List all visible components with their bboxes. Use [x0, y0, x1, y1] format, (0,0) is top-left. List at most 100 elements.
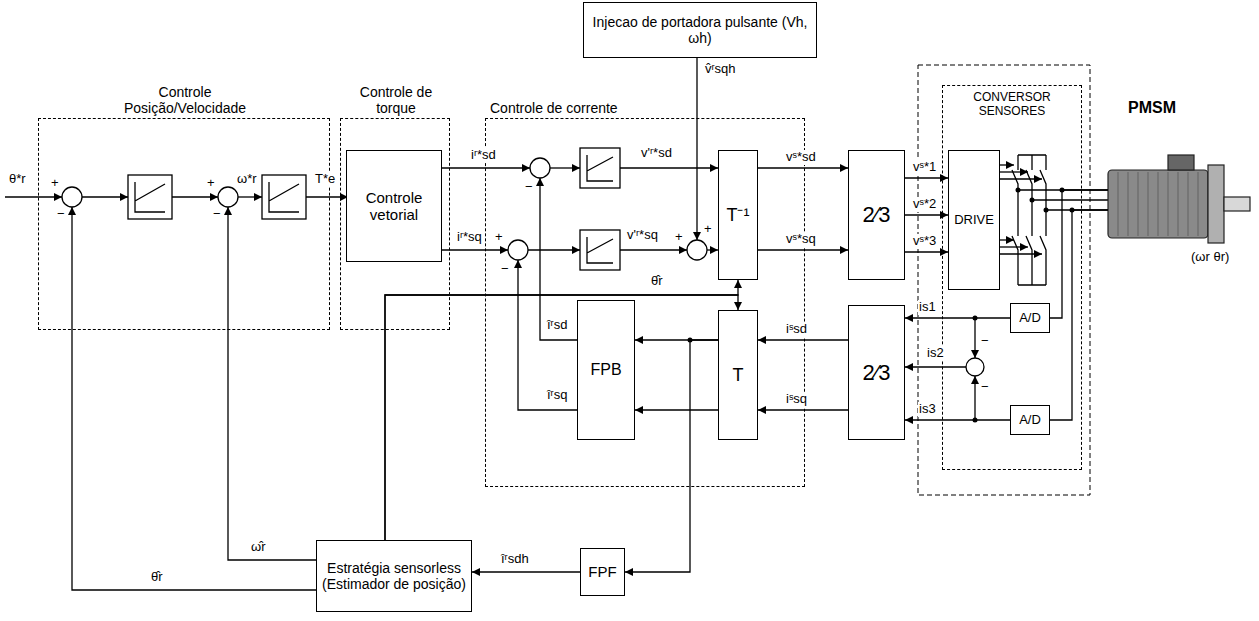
inverter-switches [1018, 155, 1046, 285]
box-label: Injecao de portadora pulsante (Vh, ωh) [586, 14, 814, 46]
summing-junction [62, 158, 984, 376]
transform-box: T⁻¹ [718, 150, 758, 280]
connector [905, 317, 1010, 318]
signal-label: iʳ*sd [470, 148, 497, 163]
connector [385, 280, 738, 540]
summing-junction [687, 240, 707, 260]
signal-label: (ωr θr) [1190, 250, 1230, 265]
control-group: Controle de torqueControle vetorial [340, 118, 450, 330]
estimator-box: Estratégia sensorless (Estimador de posi… [316, 540, 472, 612]
connector [758, 167, 848, 168]
box-label: T [733, 365, 744, 386]
motor: PMSM [1108, 95, 1253, 245]
converter-frame [918, 65, 1090, 495]
signal-wire [72, 207, 318, 590]
signal-label: îʳsd [546, 318, 568, 333]
process-box: Controle vetorial [346, 150, 442, 262]
connector [1050, 210, 1108, 420]
signal-label: v̂ʳsqh [704, 62, 737, 77]
connector [385, 295, 738, 540]
motor-illustration [1108, 155, 1250, 243]
box-label: 2⁄3 [862, 202, 890, 227]
inverter-switches [1012, 155, 1108, 285]
box-label: 2⁄3 [862, 360, 890, 385]
signal-label: θ̂r [150, 570, 164, 585]
inverter-switches [1018, 190, 1108, 210]
box-label: Controle vetorial [349, 189, 439, 224]
edge-label: vˢ*3 [912, 234, 937, 249]
adc-box: A/D [1010, 405, 1050, 435]
drive-box: DRIVE [948, 150, 1000, 290]
connector [758, 339, 848, 340]
inverter-switches [1012, 155, 1018, 285]
signal-label: iʳ*sq [456, 230, 483, 245]
summing-junction [508, 240, 528, 260]
signal-label: is2 [926, 346, 945, 361]
connector [472, 571, 580, 572]
control-group: Controle Posição/Velocidade [38, 118, 330, 330]
junction-dot [1030, 198, 1035, 203]
summing-junction [966, 358, 984, 376]
box-label: FPF [588, 563, 616, 580]
edge-label: θ̂r [650, 274, 664, 289]
signal-label: ω̂r [250, 540, 266, 555]
signal-wire [528, 249, 580, 250]
pi-controller [128, 148, 620, 270]
motor-illustration [1168, 155, 1194, 170]
summing-junction [530, 158, 550, 178]
transform-box: T [718, 310, 758, 440]
summing-junction [218, 187, 238, 207]
box-label: A/D [1019, 413, 1041, 428]
motor-illustration [1108, 170, 1208, 238]
converter-group: CONVERSOR SENSORESDRIVEA/DA/D [942, 85, 1082, 470]
connector [635, 409, 718, 410]
edge-label: vˢ*sd [785, 150, 817, 165]
signal-wire [707, 249, 718, 250]
edge-label: îʳsdh [500, 552, 530, 567]
edge-label: is3 [918, 402, 937, 417]
signal-label: − [500, 262, 510, 277]
summing-junction [62, 187, 82, 207]
signal-wire [620, 249, 687, 250]
signal-label: + [674, 230, 684, 245]
edge-label: vˢ*1 [912, 160, 937, 175]
signal-wire [974, 318, 975, 358]
edge-label: iˢsq [785, 392, 808, 407]
signal-label: T*e [314, 172, 336, 187]
signal-label: + [703, 222, 713, 237]
signal-label: îʳsq [546, 388, 568, 403]
control-group: Controle de correnteT⁻¹FPBT [485, 118, 805, 487]
signal-wire [1000, 246, 1028, 247]
motor-illustration [1224, 197, 1250, 211]
transform-box: 2⁄3 [848, 305, 905, 440]
signal-wire [696, 58, 697, 240]
signal-label: + [494, 230, 504, 245]
signal-wire [620, 167, 718, 168]
group-heading: Controle de torque [340, 84, 452, 116]
signal-wire [518, 260, 577, 410]
edge-label: vˢ*sq [785, 232, 817, 247]
connector [1050, 190, 1108, 318]
filter-box: FPB [577, 300, 635, 440]
connector [905, 419, 1010, 420]
pi-controller [580, 230, 620, 270]
box-label: DRIVE [954, 213, 994, 228]
motor-illustration [1208, 165, 1224, 243]
box-label: FPB [590, 361, 621, 379]
signal-label: ω*r [236, 172, 258, 187]
group-heading: Controle de corrente [490, 100, 690, 116]
signal-label: − [212, 207, 222, 222]
box-label: PMSM [1128, 99, 1176, 117]
signal-wire [5, 58, 1042, 590]
signal-wire [440, 249, 508, 250]
edge-label: is1 [918, 300, 937, 315]
signal-wire [1000, 239, 1014, 240]
box-label: T⁻¹ [727, 205, 750, 226]
signal-label: θ*r [8, 172, 27, 187]
junction-dot [1016, 188, 1021, 193]
signal-wire [550, 167, 580, 168]
signal-wire [228, 207, 318, 560]
connector [758, 249, 848, 250]
signal-label: v'ʳ*sd [640, 146, 673, 161]
inverter-switches [1040, 155, 1046, 285]
